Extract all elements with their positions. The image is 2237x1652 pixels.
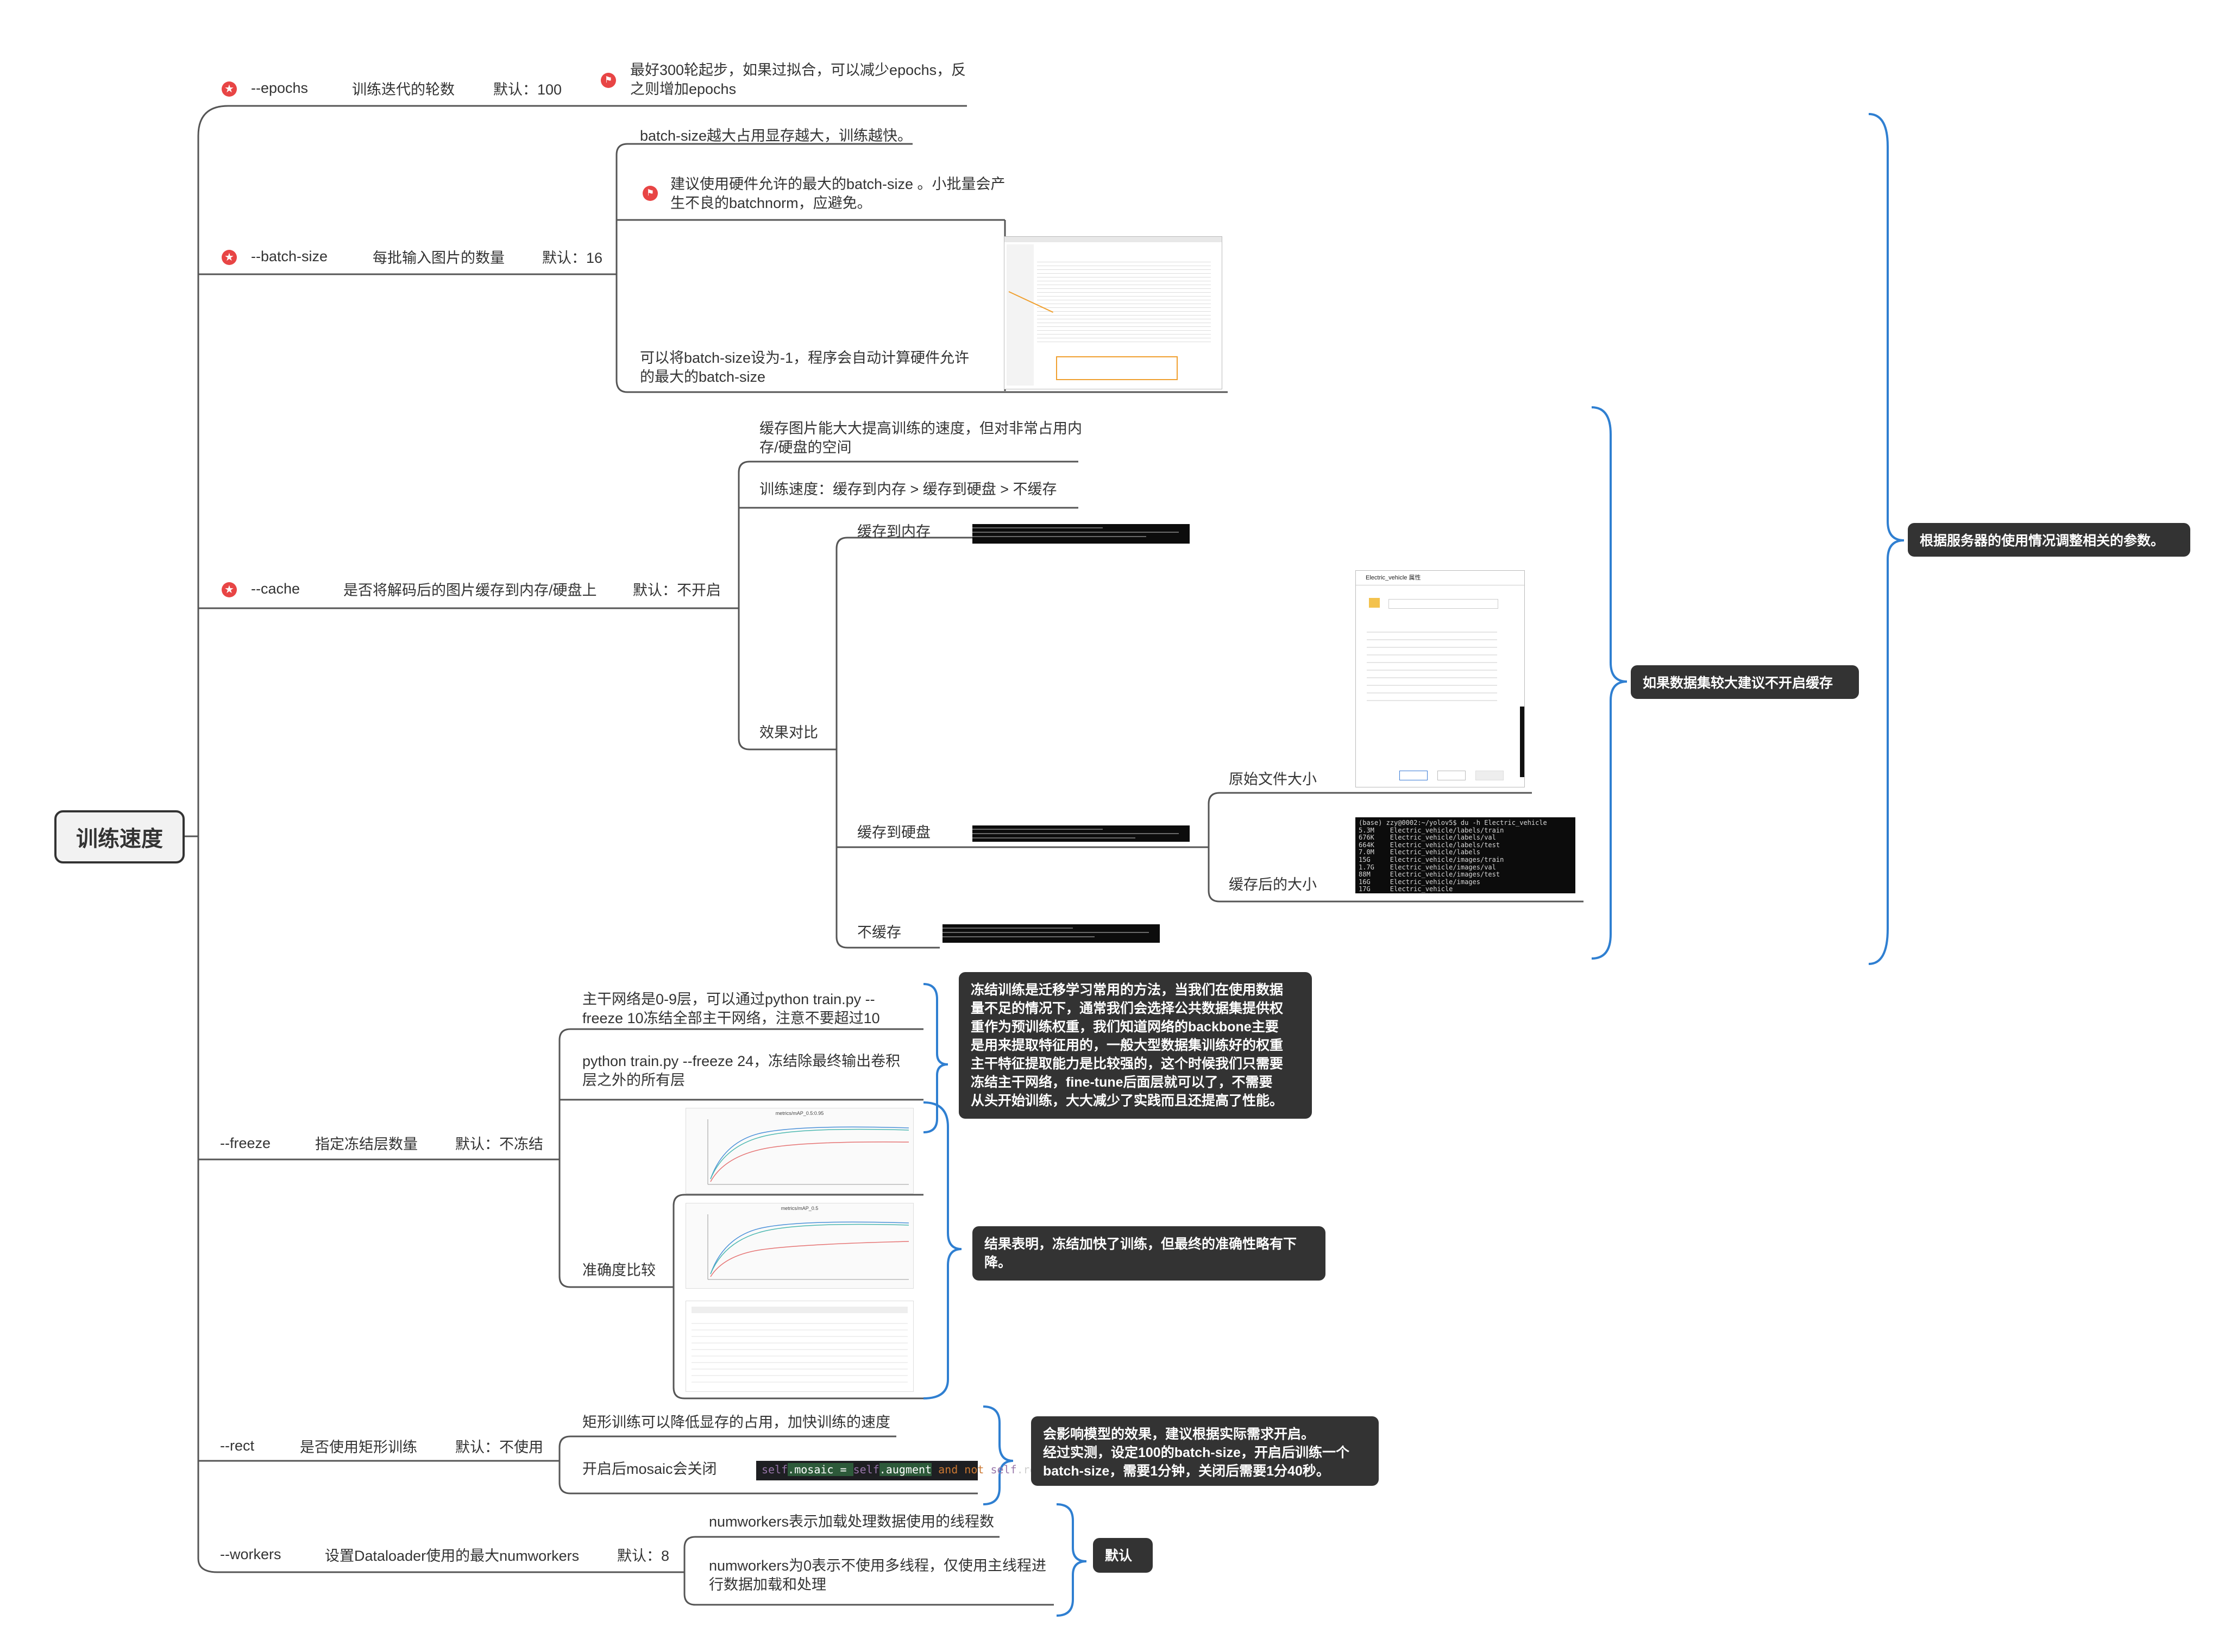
folder-icon — [1369, 598, 1380, 608]
freeze-note-24[interactable]: python train.py --freeze 24，冻结除最终输出卷积 层之… — [582, 1053, 901, 1088]
cache-cached-size-label[interactable]: 缓存后的大小 — [1229, 877, 1317, 893]
code-token: self — [990, 1463, 1017, 1476]
freeze-param[interactable]: --freeze — [220, 1135, 271, 1151]
code-token: self — [762, 1463, 788, 1476]
rect-explain-note[interactable]: 会影响模型的效果，建议根据实际需求开启。 经过实测，设定100的batch-si… — [1031, 1416, 1379, 1486]
freeze-note-backbone[interactable]: 主干网络是0-9层，可以通过python train.py -- freeze … — [582, 991, 880, 1026]
cache-note-speedup[interactable]: 缓存图片能大大提高训练的速度，但对非常占用内 存/硬盘的空间 — [759, 420, 1082, 456]
cache-note-order[interactable]: 训练速度：缓存到内存 > 缓存到硬盘 > 不缓存 — [759, 481, 1057, 497]
cache-param[interactable]: --cache — [251, 581, 300, 597]
du-line: 16G Electric_vehicle/images — [1359, 878, 1480, 886]
freeze-default[interactable]: 默认：不冻结 — [455, 1136, 543, 1152]
epochs-default[interactable]: 默认：100 — [493, 81, 562, 98]
du-line: 17G Electric_vehicle — [1359, 885, 1453, 893]
cache-disk-terminal — [972, 825, 1190, 842]
flag-icon: ⚑ — [601, 73, 616, 88]
batch-note-recommend[interactable]: 建议使用硬件允许的最大的batch-size 。小批量会产 生不良的batchn… — [670, 176, 1006, 211]
properties-window-title: Electric_vehicle 属性 — [1366, 575, 1421, 581]
cache-desc[interactable]: 是否将解码后的图片缓存到内存/硬盘上 — [343, 582, 597, 598]
cache-mem-terminal — [972, 524, 1190, 544]
freeze-explain-note[interactable]: 冻结训练是迁移学习常用的方法，当我们在使用数据 量不足的情况下，通常我们会选择公… — [959, 972, 1312, 1119]
star-priority-icon: ★ — [222, 250, 237, 265]
du-line: 15G Electric_vehicle/images/train — [1359, 855, 1504, 863]
rect-desc[interactable]: 是否使用矩形训练 — [300, 1439, 417, 1455]
batch-autosize-screenshot — [1004, 236, 1222, 389]
root-title: 训练速度 — [76, 827, 163, 851]
code-token: .mosaic = — [788, 1463, 853, 1476]
workers-note-zero[interactable]: numworkers为0表示不使用多线程，仅使用主线程进 行数据加载和处理 — [709, 1558, 1047, 1593]
du-line: 7.0M Electric_vehicle/labels — [1359, 848, 1480, 856]
batch-desc[interactable]: 每批输入图片的数量 — [373, 250, 505, 266]
epochs-tip[interactable]: 最好300轮起步，如果过拟合，可以减少epochs，反 之则增加epochs — [630, 62, 966, 97]
du-line: 664K Electric_vehicle/labels/test — [1359, 841, 1500, 849]
rect-note-mosaic[interactable]: 开启后mosaic会关闭 — [582, 1461, 717, 1477]
code-token: self — [853, 1463, 879, 1476]
rect-default[interactable]: 默认：不使用 — [455, 1439, 543, 1455]
workers-explain-note[interactable]: 默认 — [1093, 1538, 1153, 1573]
batch-note-memory[interactable]: batch-size越大占用显存越大，训练越快。 — [640, 128, 913, 144]
flag-icon: ⚑ — [643, 186, 658, 201]
workers-note-threads[interactable]: numworkers表示加载处理数据使用的线程数 — [709, 1514, 995, 1530]
star-priority-icon: ★ — [222, 81, 237, 97]
du-output: (base) zzy@0002:~/yolov5$ du -h Electric… — [1359, 819, 1572, 893]
freeze-result-note[interactable]: 结果表明，冻结加快了训练，但最终的准确性略有下 降。 — [972, 1226, 1325, 1281]
cache-mem-label[interactable]: 缓存到内存 — [857, 524, 931, 540]
rect-note-memory[interactable]: 矩形训练可以降低显存的占用，加快训练的速度 — [582, 1414, 890, 1430]
workers-param[interactable]: --workers — [220, 1546, 281, 1562]
cache-orig-size-label[interactable]: 原始文件大小 — [1229, 771, 1317, 787]
folder-properties-window: Electric_vehicle 属性 — [1355, 570, 1525, 787]
rect-code-snippet: self.mosaic = self.augment and not self.… — [756, 1461, 1069, 1480]
code-token: .augment — [879, 1463, 932, 1476]
epochs-desc[interactable]: 训练迭代的轮数 — [352, 81, 455, 98]
batch-default[interactable]: 默认：16 — [542, 250, 603, 266]
freeze-chart-map-0595: metrics/mAP_0.5:0.95 — [686, 1108, 914, 1194]
freeze-chart-map-05: metrics/mAP_0.5 — [686, 1203, 914, 1289]
cache-none-terminal — [942, 924, 1160, 943]
workers-desc[interactable]: 设置Dataloader使用的最大numworkers — [325, 1548, 580, 1564]
du-line: 676K Electric_vehicle/labels/val — [1359, 834, 1496, 842]
du-line: 88M Electric_vehicle/images/test — [1359, 871, 1500, 879]
du-line: 5.3M Electric_vehicle/labels/train — [1359, 826, 1504, 834]
batch-note-auto[interactable]: 可以将batch-size设为-1，程序会自动计算硬件允许 的最大的batch-… — [640, 350, 970, 385]
cache-default[interactable]: 默认：不开启 — [633, 582, 721, 598]
star-priority-icon: ★ — [222, 582, 237, 597]
du-line: 1.7G Electric_vehicle/images/val — [1359, 863, 1496, 871]
freeze-acc-label[interactable]: 准确度比较 — [582, 1262, 656, 1278]
root-node[interactable]: 训练速度 — [54, 810, 185, 863]
freeze-results-table — [686, 1301, 914, 1392]
server-summary-note[interactable]: 根据服务器的使用情况调整相关的参数。 — [1908, 523, 2190, 557]
freeze-desc[interactable]: 指定冻结层数量 — [315, 1136, 418, 1152]
batch-param[interactable]: --batch-size — [251, 248, 328, 264]
cache-disk-label[interactable]: 缓存到硬盘 — [857, 824, 931, 841]
code-token: and not — [932, 1463, 991, 1476]
chart-title: metrics/mAP_0.5:0.95 — [775, 1111, 824, 1116]
chart-title: metrics/mAP_0.5 — [781, 1206, 819, 1211]
epochs-param[interactable]: --epochs — [251, 80, 309, 96]
du-line: (base) zzy@0002:~/yolov5$ du -h Electric… — [1359, 819, 1547, 827]
du-terminal: (base) zzy@0002:~/yolov5$ du -h Electric… — [1355, 817, 1575, 893]
workers-default[interactable]: 默认：8 — [617, 1548, 670, 1564]
cache-none-label[interactable]: 不缓存 — [857, 924, 901, 941]
cache-summary-note[interactable]: 如果数据集较大建议不开启缓存 — [1631, 665, 1859, 699]
rect-param[interactable]: --rect — [220, 1437, 254, 1454]
cache-compare-label[interactable]: 效果对比 — [759, 724, 818, 741]
